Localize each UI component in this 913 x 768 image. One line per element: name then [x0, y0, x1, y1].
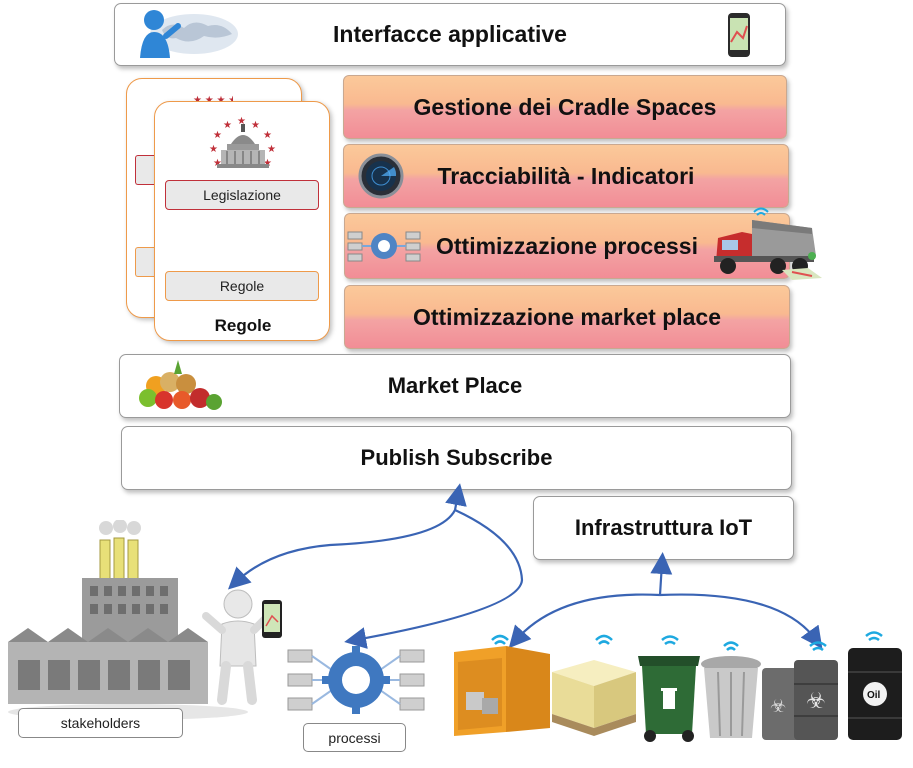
publish-subscribe-label: Publish Subscribe [360, 445, 553, 470]
svg-text:★: ★ [213, 130, 222, 141]
stakeholders-label-box: stakeholders [18, 708, 183, 738]
arrow-to-publish [445, 483, 467, 511]
svg-text:★ ★ ★ ★: ★ ★ ★ ★ [193, 95, 233, 105]
arrow-to-stakeholders [227, 509, 456, 590]
legislazione-label: Legislazione [203, 187, 281, 203]
svg-text:Oil: Oil [867, 690, 881, 701]
publish-subscribe-layer: Publish Subscribe [121, 426, 792, 490]
biohazard-barrel-icon: ☣ ☣ [762, 641, 838, 740]
pallet-icon [552, 634, 636, 736]
svg-text:★: ★ [237, 116, 246, 127]
truck-icon [714, 220, 822, 280]
svg-text:★: ★ [251, 120, 260, 131]
arrow-to-processi [344, 509, 524, 649]
smartphone-icon [728, 13, 750, 57]
gear-process-icon [347, 231, 421, 262]
arrow-to-barrels [659, 593, 823, 649]
svg-text:★: ★ [263, 130, 272, 141]
interfacce-applicative-label: Interfacce applicative [333, 21, 567, 47]
gestione-label: Gestione dei Cradle Spaces [413, 93, 717, 120]
regole-pill-label: Regole [219, 278, 265, 294]
svg-text:★: ★ [223, 120, 232, 131]
tracciabilita-indicatori-bar: Tracciabilità - Indicatori [343, 144, 789, 208]
svg-text:★: ★ [213, 158, 222, 169]
trash-bin-icon [638, 635, 700, 742]
processi-label: processi [328, 729, 381, 746]
processi-label-box: processi [303, 723, 406, 752]
regole-pill: Regole [165, 271, 319, 301]
wifi-icon [753, 207, 769, 216]
container-icon [454, 634, 550, 736]
svg-text:★: ★ [263, 158, 272, 169]
oil-barrel-icon: Oil [848, 631, 902, 740]
radar-icon [358, 153, 404, 199]
arrow-to-container [508, 593, 661, 649]
star-row-icon: ★ ★ ★ ★ [193, 95, 233, 105]
infrastruttura-iot-box: Infrastruttura IoT [533, 496, 794, 560]
arrow-to-iot [650, 552, 673, 596]
globe-person-icon [140, 10, 238, 58]
stakeholders-label: stakeholders [60, 715, 141, 731]
infrastruttura-iot-label: Infrastruttura IoT [574, 515, 753, 540]
rules-card-front: ★★★ ★★ ★★ ★★ Legislazione Regole Regole [154, 101, 330, 341]
svg-text:☣: ☣ [806, 688, 826, 713]
tracciabilita-label: Tracciabilità - Indicatori [437, 162, 695, 189]
processi-gear-icon [287, 646, 425, 714]
ottimizzazione-processi-label: Ottimizzazione processi [435, 232, 698, 259]
ottimizzazione-market-label: Ottimizzazione market place [412, 303, 722, 330]
ottimizzazione-market-place-bar: Ottimizzazione market place [344, 285, 790, 349]
fruit-icon [139, 360, 222, 410]
market-place-label: Market Place [387, 373, 523, 398]
gestione-cradle-spaces-bar: Gestione dei Cradle Spaces [343, 75, 787, 139]
person-phone-icon [202, 589, 282, 705]
svg-text:★: ★ [209, 144, 218, 155]
regole-card-title: Regole [214, 316, 272, 335]
metal-bin-icon [701, 641, 761, 738]
svg-text:☣: ☣ [770, 696, 786, 716]
market-place-layer: Market Place [119, 354, 791, 418]
legislazione-pill: Legislazione [165, 180, 319, 210]
svg-text:★: ★ [267, 144, 276, 155]
capitol-icon: ★★★ ★★ ★★ ★★ [209, 116, 276, 169]
